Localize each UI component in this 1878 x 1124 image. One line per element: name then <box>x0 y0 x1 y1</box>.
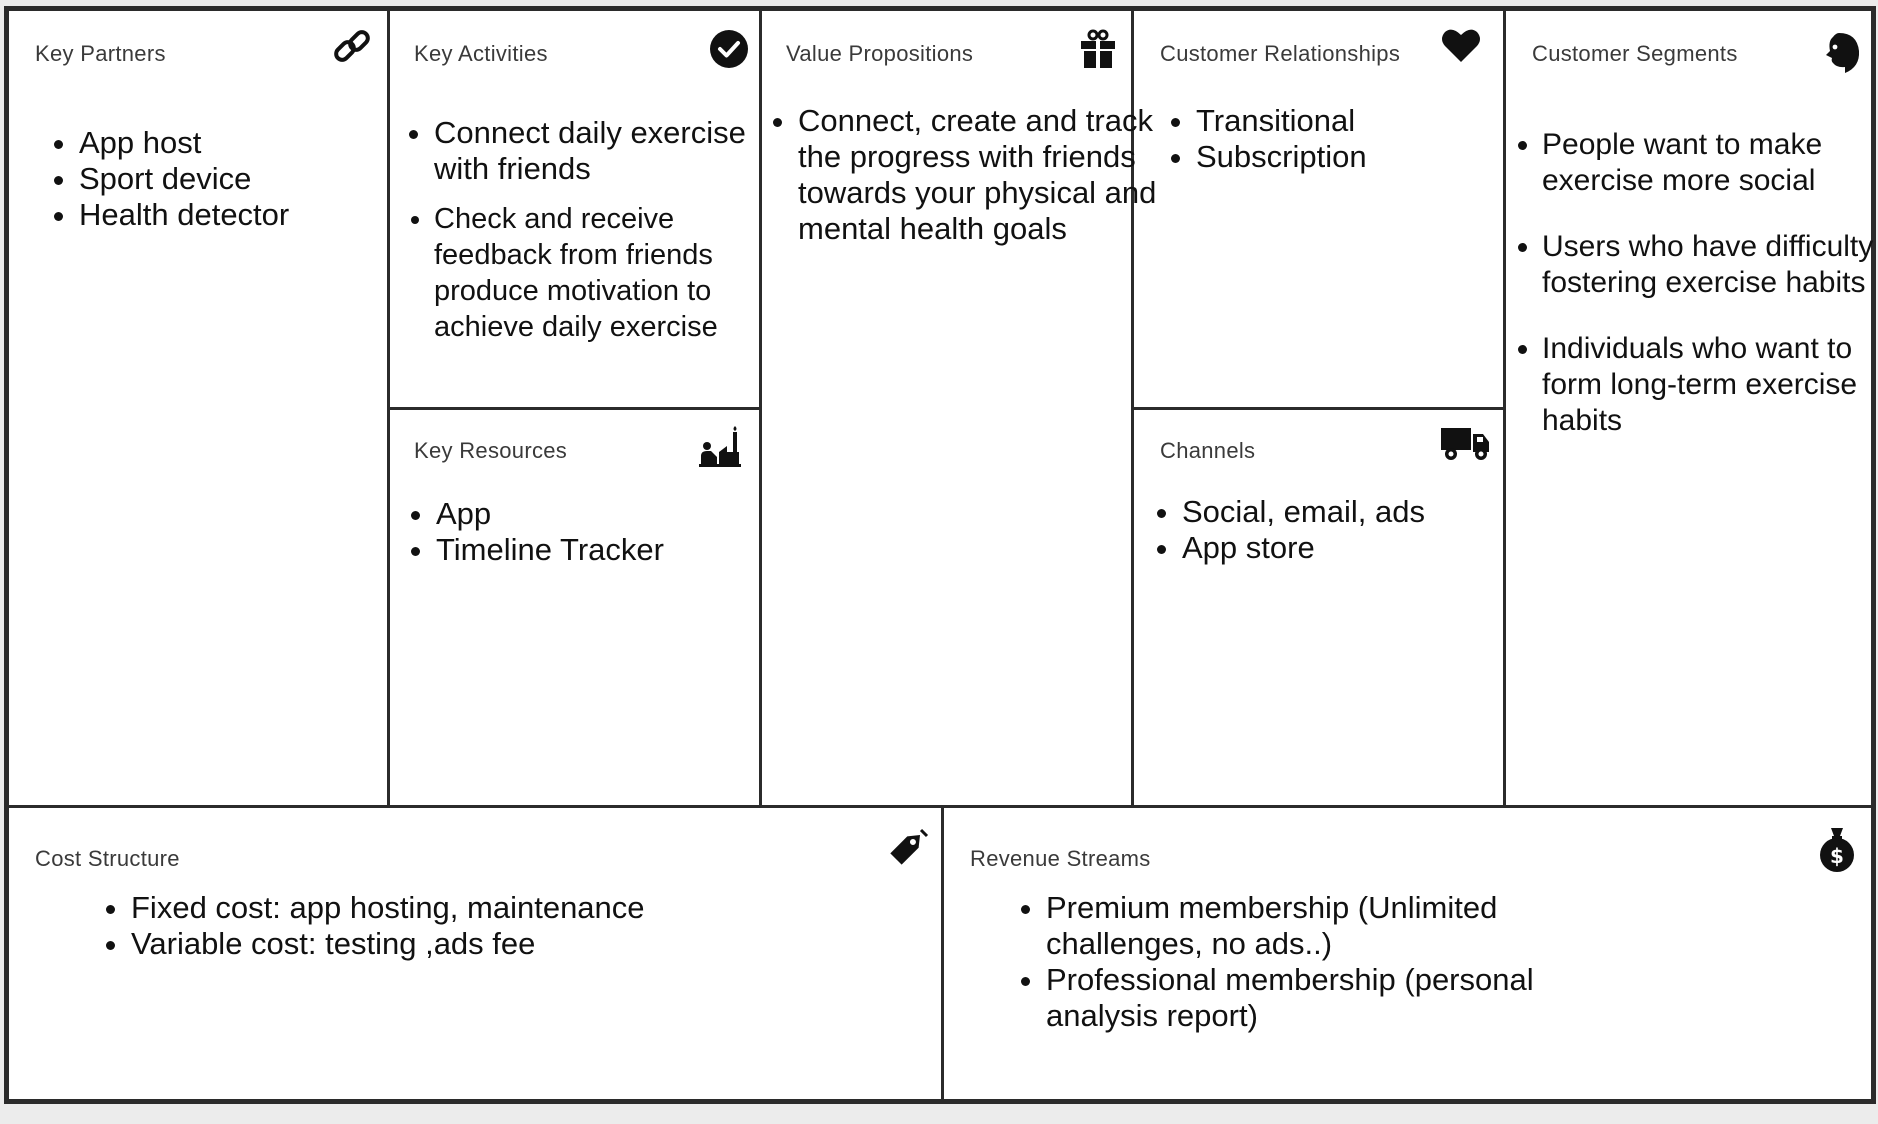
key-activities-title: Key Activities <box>414 41 548 66</box>
customer-relationships-block: Customer Relationships Transitional Subs… <box>1134 11 1503 407</box>
list-item: Timeline Tracker <box>436 532 664 568</box>
channels-title: Channels <box>1160 438 1256 463</box>
list-item: People want to make exercise more social <box>1542 127 1878 199</box>
list-item: Health detector <box>79 197 289 233</box>
key-resources-list: App Timeline Tracker <box>406 496 664 568</box>
divider-1 <box>387 11 390 807</box>
revenue-streams-block: Revenue Streams $ Premium membership (Un… <box>944 808 1871 1104</box>
cost-structure-title: Cost Structure <box>35 846 180 871</box>
list-item: App store <box>1182 530 1425 566</box>
divider-activities-resources <box>389 407 761 410</box>
list-item: Premium membership (Unlimited challenges… <box>1046 890 1606 962</box>
list-item: Individuals who want to form long-term e… <box>1542 331 1878 439</box>
check-circle-icon <box>709 29 749 69</box>
divider-main-bottom <box>9 805 1871 808</box>
customer-relationships-list: Transitional Subscription <box>1166 103 1367 175</box>
link-icon <box>331 25 373 67</box>
list-item: Connect daily exercise with friends <box>434 115 784 187</box>
divider-3 <box>1131 11 1134 807</box>
list-item: Subscription <box>1196 139 1367 175</box>
factory-worker-icon <box>697 424 743 470</box>
list-item: Fixed cost: app hosting, maintenance <box>131 890 645 926</box>
divider-bottom <box>941 807 944 1104</box>
value-propositions-title: Value Propositions <box>786 41 974 66</box>
channels-block: Channels Social, email, ads App store <box>1134 410 1503 805</box>
revenue-streams-title: Revenue Streams <box>970 846 1151 871</box>
channels-list: Social, email, ads App store <box>1152 494 1425 566</box>
list-item: Users who have difficulty fostering exer… <box>1542 229 1878 301</box>
customer-segments-title: Customer Segments <box>1532 41 1738 66</box>
key-activities-list: Connect daily exercise with friends Chec… <box>404 115 784 345</box>
list-item: App host <box>79 125 289 161</box>
cost-structure-block: Cost Structure Fixed cost: app hosting, … <box>9 808 941 1104</box>
value-propositions-block: Value Propositions Connect, create and t… <box>762 11 1156 805</box>
customer-segments-list: People want to make exercise more social… <box>1512 127 1878 439</box>
list-item: Professional membership (personal analys… <box>1046 962 1606 1034</box>
gift-icon <box>1079 29 1117 69</box>
person-head-icon <box>1817 31 1861 75</box>
customer-segments-block: Customer Segments People want to make ex… <box>1506 11 1873 805</box>
list-item: Sport device <box>79 161 289 197</box>
list-item: Social, email, ads <box>1182 494 1425 530</box>
money-bag-icon: $ <box>1817 826 1857 872</box>
list-item: Check and receive feedback from friends … <box>434 201 784 345</box>
customer-relationships-title: Customer Relationships <box>1160 41 1401 66</box>
key-resources-block: Key Resources App Timeline Tracker <box>390 410 759 805</box>
key-partners-list: App host Sport device Health detector <box>49 125 289 233</box>
revenue-streams-list: Premium membership (Unlimited challenges… <box>1016 890 1606 1034</box>
price-tag-icon <box>887 826 929 868</box>
list-item: Transitional <box>1196 103 1367 139</box>
business-model-canvas: Key Partners App host Sport device Healt… <box>4 6 1876 1104</box>
key-partners-block: Key Partners App host Sport device Healt… <box>9 11 387 805</box>
value-propositions-list: Connect, create and track the progress w… <box>768 103 1158 247</box>
key-resources-title: Key Resources <box>414 438 568 463</box>
heart-icon <box>1441 27 1481 63</box>
divider-relationships-channels <box>1133 407 1505 410</box>
svg-text:$: $ <box>1830 844 1844 868</box>
key-activities-block: Key Activities Connect daily exercise wi… <box>390 11 759 407</box>
key-partners-title: Key Partners <box>35 41 166 66</box>
cost-structure-list: Fixed cost: app hosting, maintenance Var… <box>101 890 645 962</box>
list-item: Variable cost: testing ,ads fee <box>131 926 645 962</box>
list-item: Connect, create and track the progress w… <box>798 103 1158 247</box>
list-item: App <box>436 496 664 532</box>
truck-icon <box>1439 424 1491 462</box>
